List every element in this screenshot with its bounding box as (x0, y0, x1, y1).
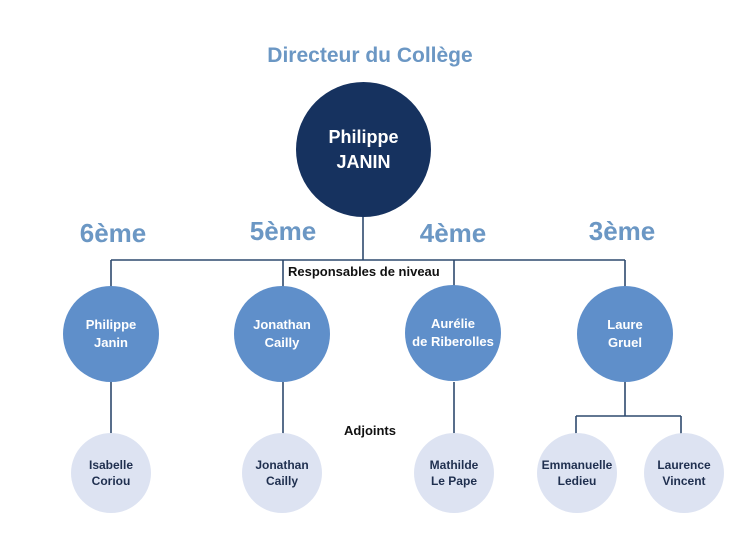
adjoint-4eme-1: Mathilde Le Pape (414, 433, 494, 513)
responsable-6eme: Philippe Janin (63, 286, 159, 382)
responsable-4eme: Aurélie de Riberolles (405, 285, 501, 381)
adjoint-3eme-2: Laurence Vincent (644, 433, 724, 513)
adjoint-3eme-1: Emmanuelle Ledieu (537, 433, 617, 513)
adjoint-5eme-1: Jonathan Cailly (242, 433, 322, 513)
grade-6eme: 6ème (79, 218, 147, 248)
responsables-label: Responsables de niveau (286, 264, 442, 279)
responsable-5eme: Jonathan Cailly (234, 286, 330, 382)
grade-3eme: 3ème (588, 216, 656, 246)
adjoint-6eme-1: Isabelle Coriou (71, 433, 151, 513)
adjoints-label: Adjoints (342, 423, 398, 438)
director-node: Philippe JANIN (296, 82, 431, 217)
chart-title: Directeur du Collège (267, 44, 473, 67)
responsable-3eme: Laure Gruel (577, 286, 673, 382)
grade-4eme: 4ème (419, 218, 487, 248)
grade-5eme: 5ème (249, 216, 317, 246)
